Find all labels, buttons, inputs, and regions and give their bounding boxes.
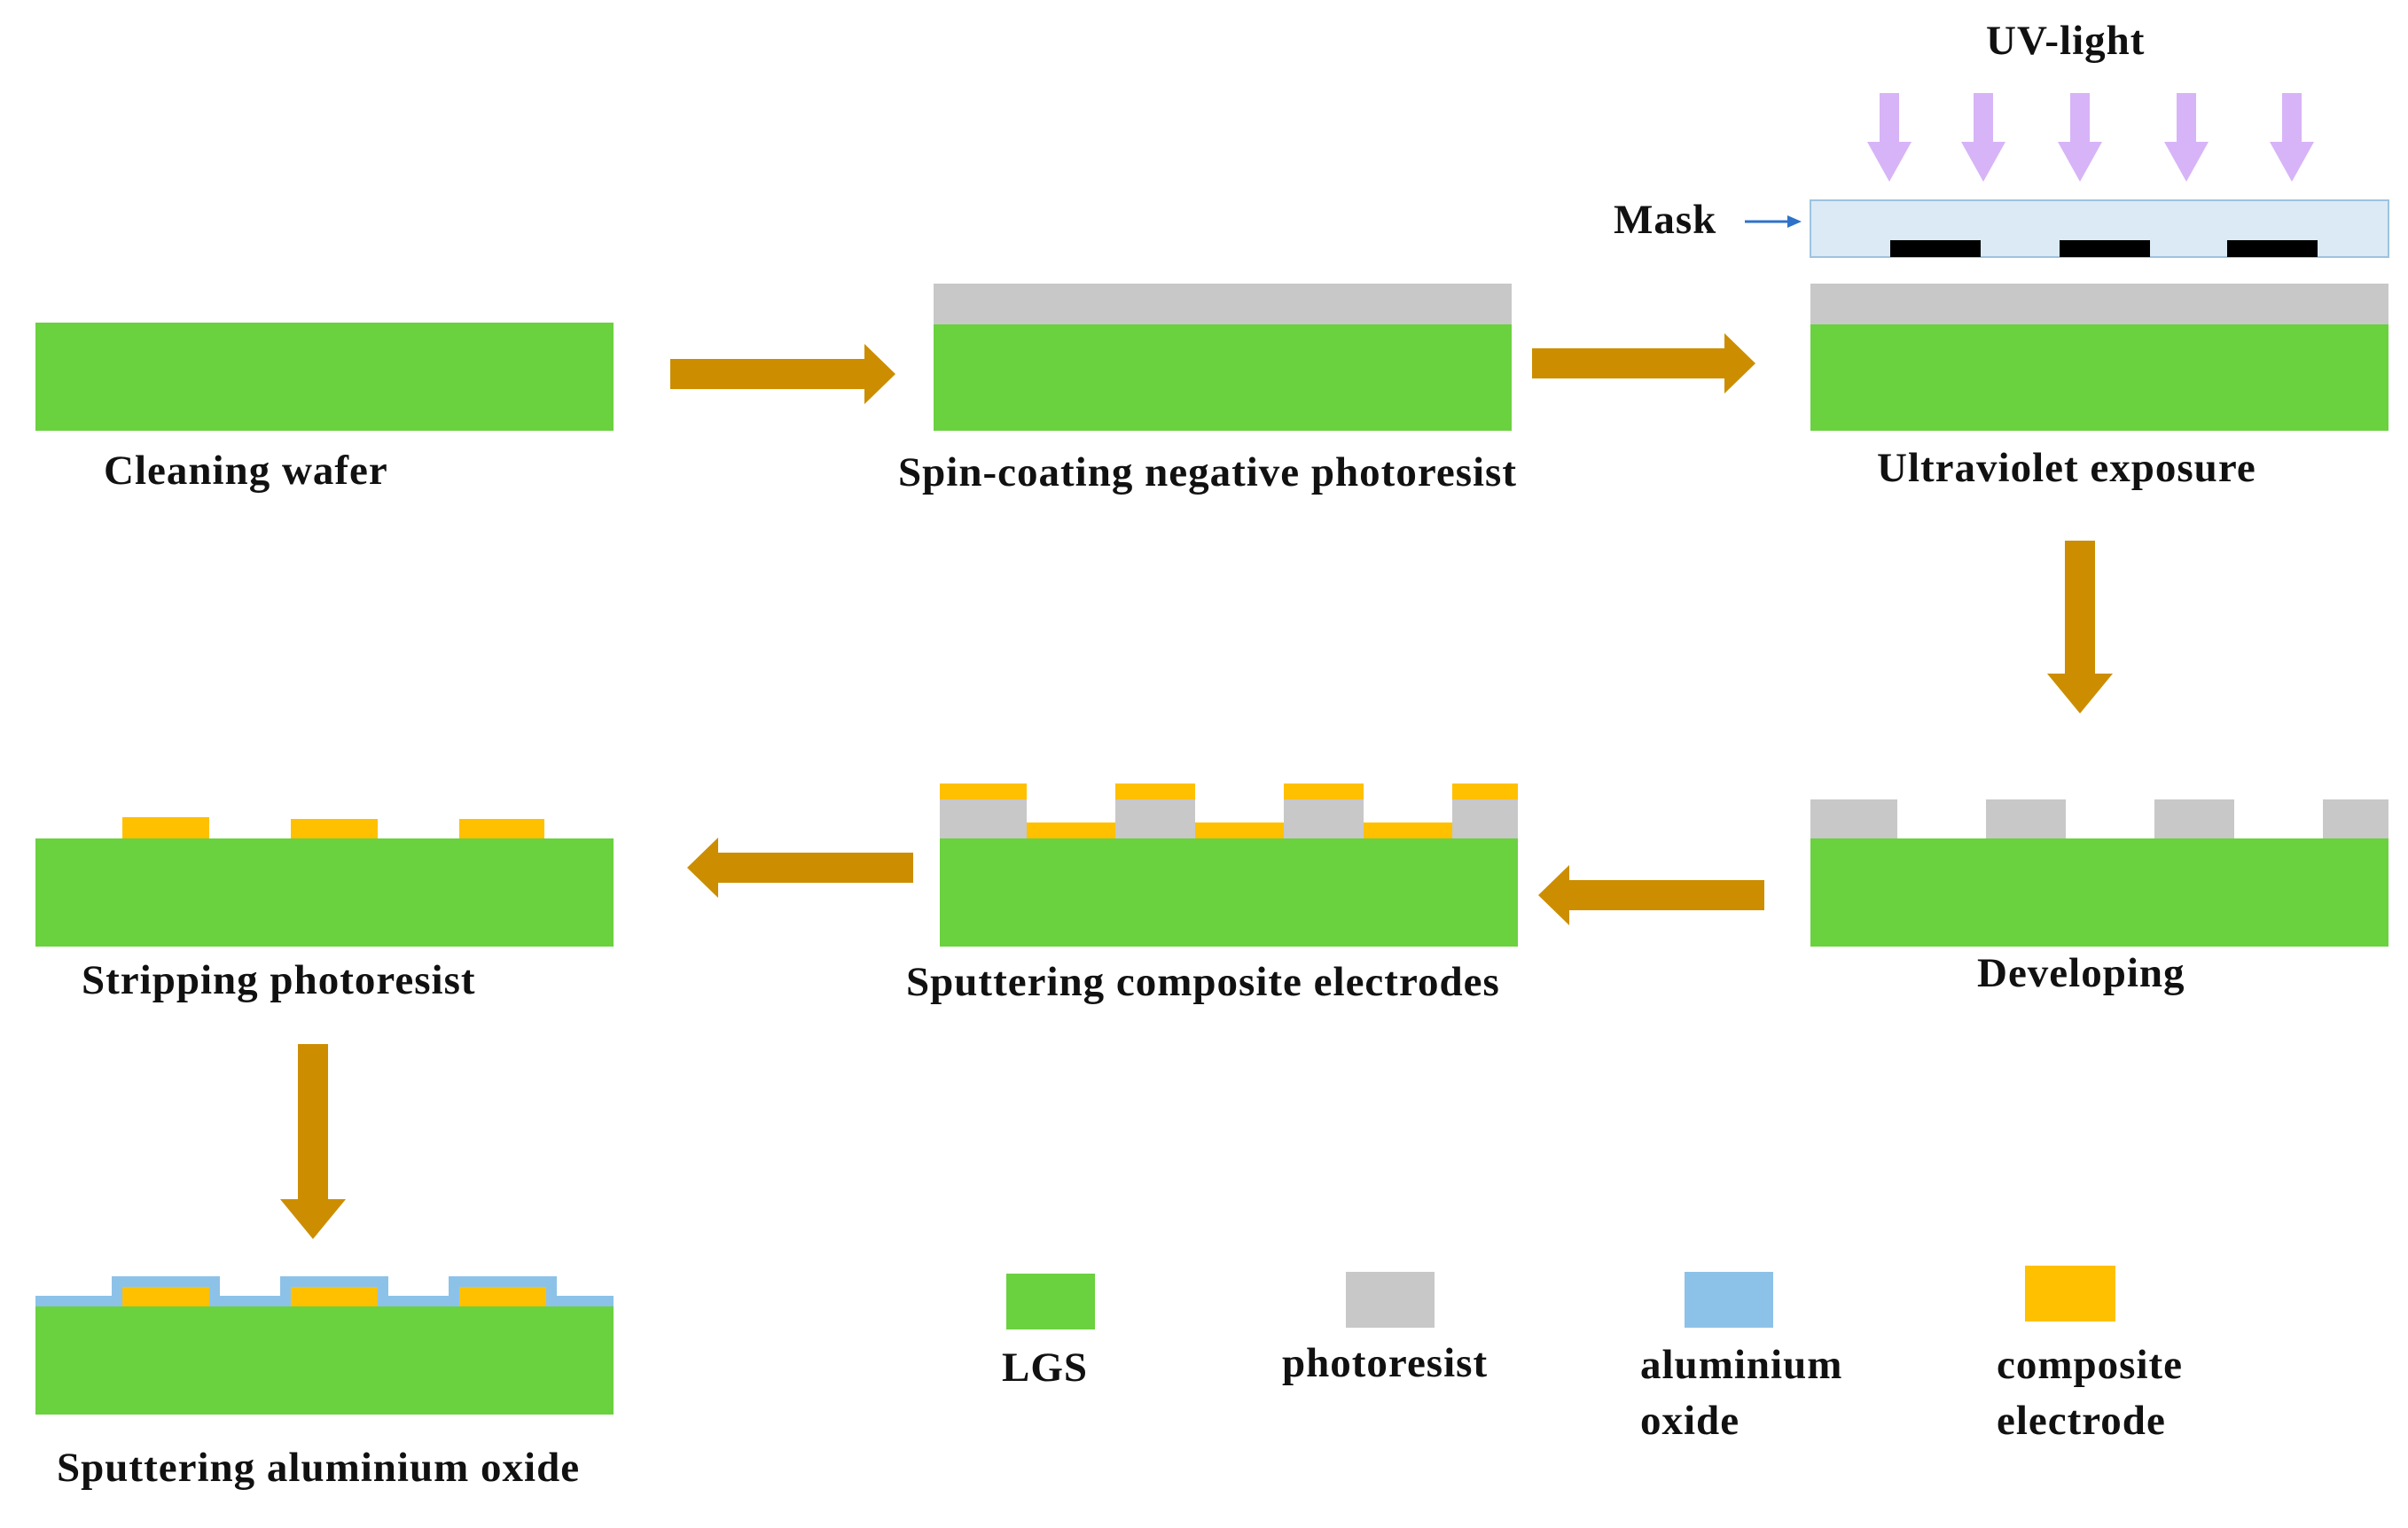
mask-label: Mask	[1614, 197, 1717, 243]
electrode-on-photoresist	[1115, 783, 1195, 799]
lgs-substrate	[1810, 324, 2388, 431]
electrode-on-substrate	[1364, 822, 1452, 840]
photoresist-layer	[1810, 284, 2388, 324]
composite-electrode	[122, 817, 209, 838]
legend-swatch-photoresist	[1346, 1272, 1435, 1328]
process-arrow-right	[670, 344, 895, 404]
composite-electrode	[122, 1287, 209, 1308]
process-arrow-down	[280, 1044, 346, 1239]
mask-pattern	[1890, 240, 1981, 257]
photoresist-segment	[2154, 799, 2234, 840]
uv-arrows	[1867, 93, 2314, 182]
legend	[1006, 1266, 2115, 1329]
mask-pointer-arrowhead	[1787, 215, 1802, 228]
photoresist-segment	[1284, 798, 1364, 840]
electrode-on-photoresist	[1284, 783, 1364, 799]
photoresist-segment	[2323, 799, 2388, 840]
step-spin-coating	[934, 284, 1512, 431]
legend-label-photoresist: photoresist	[1282, 1340, 1489, 1386]
electrode-on-substrate	[1027, 822, 1115, 840]
legend-label-aluminium-oxide-line1: aluminium	[1640, 1342, 1843, 1388]
photoresist-segment	[1810, 799, 1897, 840]
composite-electrode	[291, 819, 378, 838]
uv-arrow-icon	[2270, 93, 2314, 182]
lgs-substrate	[934, 324, 1512, 431]
electrode-on-substrate	[1195, 822, 1284, 840]
lgs-substrate	[940, 838, 1518, 947]
legend-swatch-composite-electrode	[2025, 1266, 2115, 1321]
mask-pattern	[2060, 240, 2150, 257]
legend-swatch-aluminium-oxide	[1685, 1272, 1773, 1328]
photoresist-segment	[1452, 798, 1518, 840]
step-sputtering-aluminium-oxide	[35, 1276, 614, 1415]
step-label-spin-coating: Spin-coating negative photoresist	[898, 449, 1517, 495]
uv-arrow-icon	[2058, 93, 2102, 182]
legend-label-composite-electrode-line1: composite	[1997, 1342, 2184, 1388]
mask-pattern	[2227, 240, 2318, 257]
process-arrow-left	[1538, 865, 1764, 925]
photoresist-layer	[934, 284, 1512, 324]
step-label-developing: Developing	[1977, 950, 2185, 996]
electrode-on-photoresist	[1452, 783, 1518, 799]
step-stripping-photoresist	[35, 817, 614, 947]
uv-arrow-icon	[1867, 93, 1912, 182]
lgs-substrate	[35, 1306, 614, 1415]
legend-swatch-lgs	[1006, 1274, 1095, 1329]
composite-electrode	[459, 819, 544, 838]
step-label-cleaning: Cleaning wafer	[104, 448, 388, 494]
step-ultraviolet-exposure	[1745, 93, 2389, 431]
uv-arrow-icon	[2164, 93, 2209, 182]
legend-label-composite-electrode-line2: electrode	[1997, 1398, 2166, 1444]
legend-label-lgs: LGS	[1002, 1345, 1089, 1391]
lgs-substrate	[1810, 838, 2388, 947]
composite-electrode	[291, 1287, 378, 1308]
photoresist-segment	[1115, 798, 1195, 840]
uv-light-label: UV-light	[1986, 18, 2146, 64]
composite-electrode	[459, 1287, 546, 1308]
uv-arrow-icon	[1961, 93, 2005, 182]
step-label-sputtering-electrodes: Sputtering composite electrodes	[906, 959, 1500, 1005]
lgs-substrate	[35, 838, 614, 947]
step-label-sputtering-oxide: Sputtering aluminium oxide	[57, 1445, 581, 1491]
step-label-stripping: Stripping photoresist	[82, 957, 476, 1003]
process-arrow-left	[687, 838, 913, 898]
step-cleaning-wafer	[35, 323, 614, 431]
photoresist-segment	[1986, 799, 2066, 840]
legend-label-aluminium-oxide-line2: oxide	[1640, 1398, 1740, 1444]
lgs-substrate	[35, 323, 614, 431]
step-label-uv-exposure: Ultraviolet exposure	[1877, 445, 2256, 491]
photoresist-segment	[940, 798, 1027, 840]
process-arrow-down	[2047, 541, 2113, 713]
process-arrow-right	[1532, 333, 1755, 394]
step-developing	[1810, 799, 2388, 947]
electrode-on-photoresist	[940, 783, 1027, 799]
step-sputtering-electrodes	[940, 783, 1518, 947]
